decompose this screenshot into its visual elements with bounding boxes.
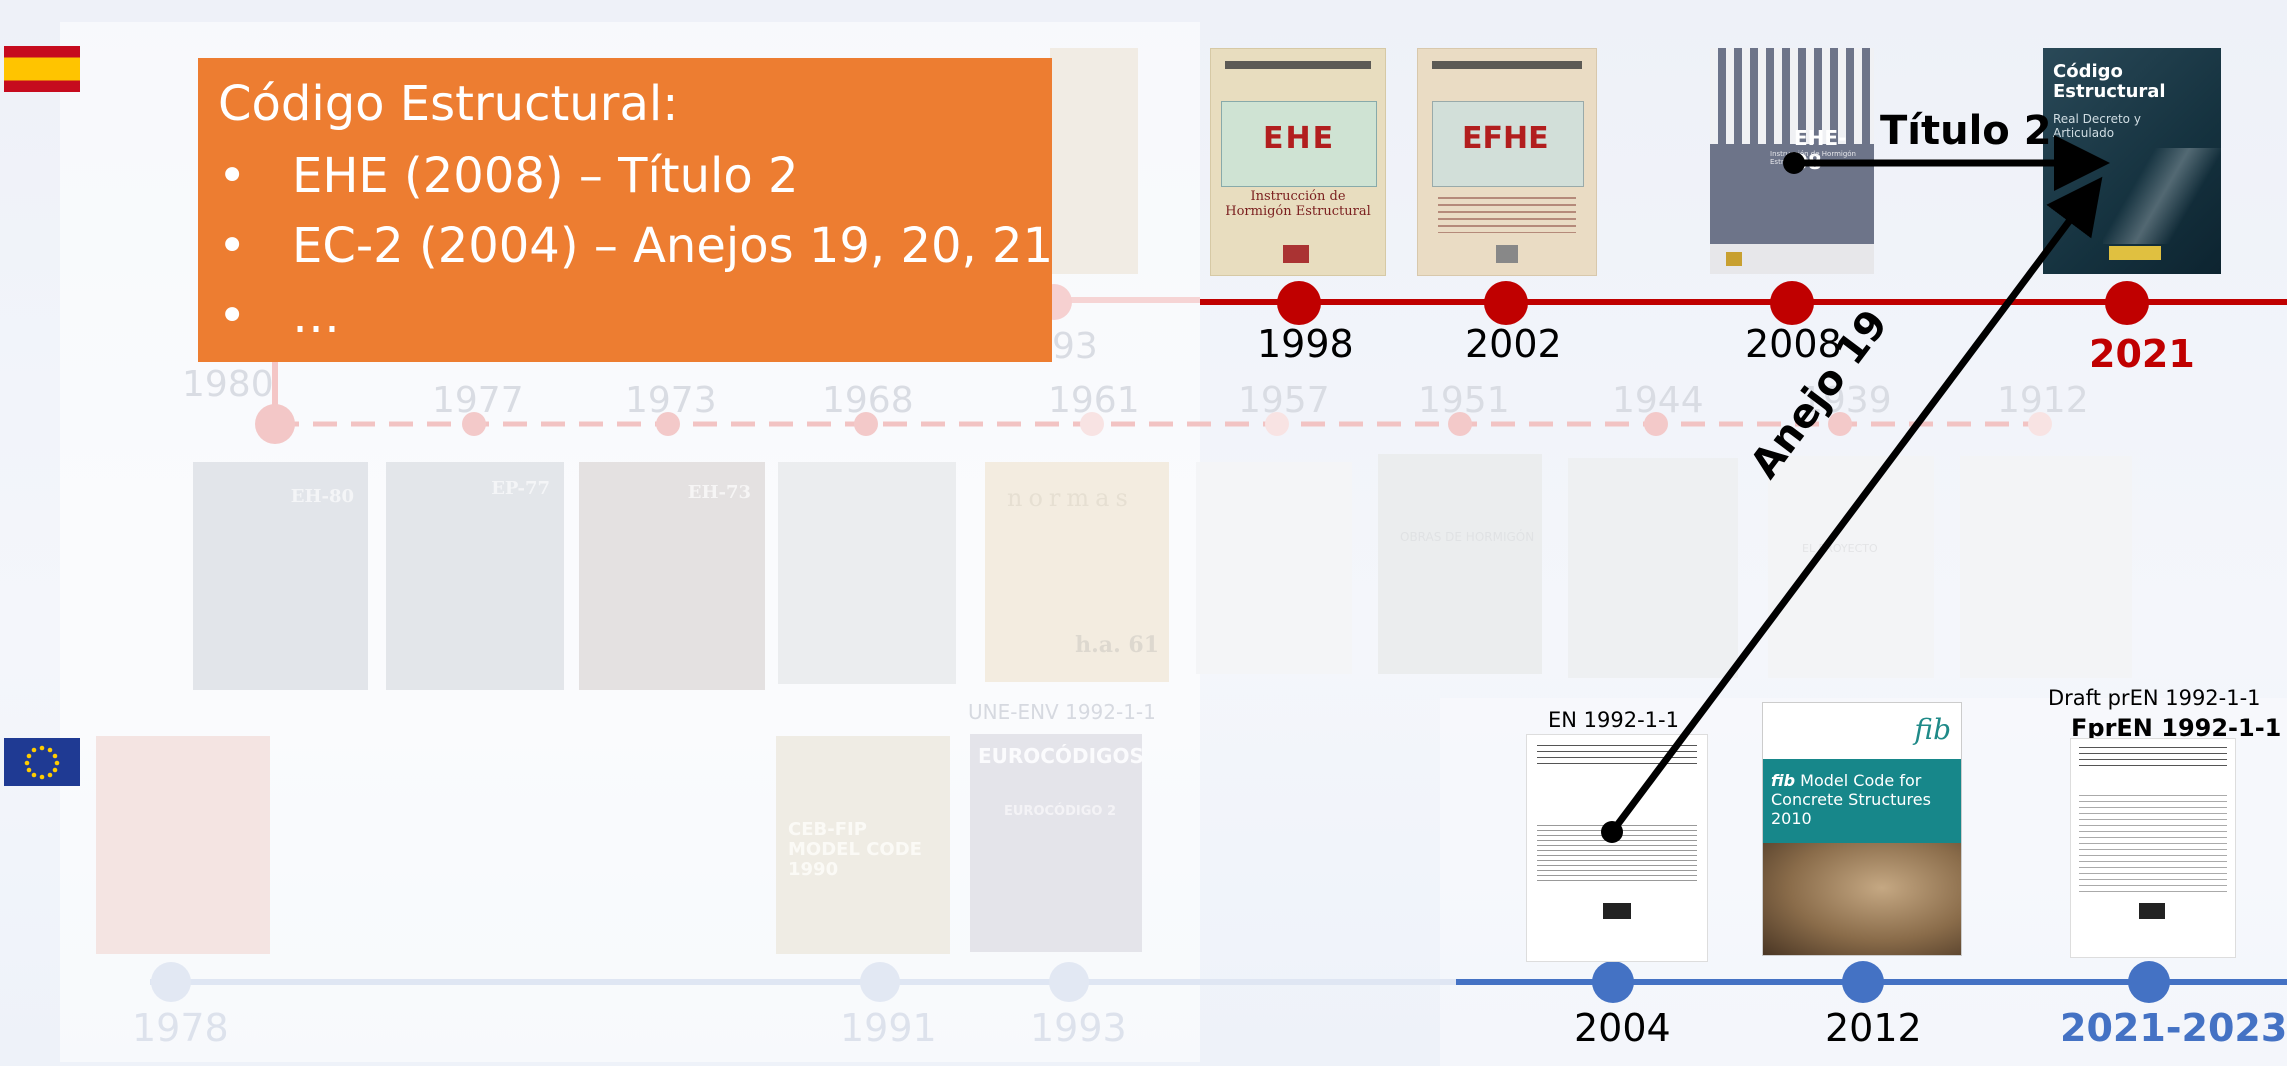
fib-title-text: Model Code for Concrete Structures 2010 — [1771, 771, 1931, 828]
doc-ehe-1998-logo: EHE — [1263, 121, 1336, 156]
fib-logo: fib — [1914, 713, 1951, 746]
faded-year-1957: 1957 — [1238, 380, 1330, 421]
doc-eh73-label: EH-73 — [687, 482, 751, 503]
eu-flag-icon — [4, 738, 80, 786]
doc-1951-label: OBRAS DE HORMIGÓN — [1400, 530, 1535, 544]
doc-1951-faded: OBRAS DE HORMIGÓN — [1378, 454, 1542, 674]
doc-top-row-faded — [1050, 48, 1138, 274]
titulo2-label: Título 2 — [1880, 108, 2052, 154]
year-2021: 2021 — [2089, 332, 2195, 376]
callout-item-text: EHE (2008) – Título 2 — [292, 148, 799, 204]
callout-item-text: EC-2 (2004) – Anejos 19, 20, 21 — [292, 218, 1054, 274]
faded-year-1978: 1978 — [132, 1006, 229, 1050]
year-2021-2023: 2021-2023 — [2060, 1006, 2287, 1050]
doc-eurocodigos-label: EUROCÓDIGOS — [978, 744, 1144, 768]
codigo-estructural-callout: Código Estructural: • EHE (2008) – Título… — [198, 58, 1053, 362]
doc-1944-faded — [1568, 458, 1738, 678]
doc-1957-faded — [1196, 462, 1352, 674]
doc-ehe-1998-caption: Instrucción de Hormigón Estructural — [1225, 189, 1371, 219]
faded-year-1951: 1951 — [1418, 380, 1510, 421]
faded-year-1993: 1993 — [1030, 1006, 1127, 1050]
doc-fpren-1992-1-1 — [2070, 738, 2236, 958]
titulo2-arrow — [1783, 135, 2110, 191]
doc-1968-faded — [778, 462, 956, 684]
faded-year-1939: 1939 — [1800, 380, 1892, 421]
doc-1978-faded — [96, 736, 270, 954]
bullet: • — [218, 148, 247, 204]
bullet: • — [218, 288, 247, 344]
callout-title: Código Estructural: — [218, 76, 679, 132]
year-2002: 2002 — [1465, 322, 1562, 366]
faded-year-93: 93 — [1052, 326, 1098, 367]
callout-item-ehe: • EHE (2008) – Título 2 — [218, 148, 799, 204]
doc-efhe-2002: EFHE — [1417, 48, 1597, 276]
year-2012: 2012 — [1825, 1006, 1922, 1050]
faded-year-1944: 1944 — [1612, 380, 1704, 421]
doc-ce-title: Código Estructural — [2053, 61, 2166, 102]
year-2008: 2008 — [1745, 322, 1842, 366]
fib-title: fib Model Code for Concrete Structures 2… — [1771, 771, 1957, 828]
faded-year-1961: 1961 — [1048, 380, 1140, 421]
draft-pren-caption: Draft prEN 1992-1-1 — [2048, 686, 2261, 710]
callout-item-ec2: • EC-2 (2004) – Anejos 19, 20, 21 — [218, 218, 1053, 274]
doc-en-1992-1-1 — [1526, 734, 1708, 962]
year-1998: 1998 — [1257, 322, 1354, 366]
faded-year-1991: 1991 — [840, 1006, 937, 1050]
faded-year-1912: 1912 — [1997, 380, 2089, 421]
doc-1939-faded: EL PROYECTO — [1768, 456, 1934, 678]
fpren-caption: FprEN 1992-1-1 — [2071, 714, 2282, 742]
anejo19-arrow — [1601, 176, 2103, 843]
doc-ep77-faded: EP-77 — [386, 462, 564, 690]
bullet: • — [218, 218, 247, 274]
faded-year-1977: 1977 — [432, 380, 524, 421]
doc-eh80-label: EH-80 — [290, 486, 354, 507]
doc-efhe-2002-logo: EFHE — [1462, 121, 1549, 156]
doc-1912-faded — [1960, 456, 2132, 678]
doc-ceb-fip-1990-faded: CEB-FIP MODEL CODE 1990 — [776, 736, 950, 954]
faded-year-1973: 1973 — [625, 380, 717, 421]
doc-eurocodigos-faded: EUROCÓDIGOS EUROCÓDIGO 2 — [970, 734, 1144, 952]
doc-ep77-label: EP-77 — [491, 478, 550, 499]
doc-normas-label: normas — [1007, 484, 1134, 512]
doc-ehe-1998: EHE Instrucción de Hormigón Estructural — [1210, 48, 1386, 276]
en-1992-caption: EN 1992-1-1 — [1548, 708, 1679, 732]
year-2004: 2004 — [1574, 1006, 1671, 1050]
faded-year-1968: 1968 — [822, 380, 914, 421]
spain-flag-icon — [4, 46, 80, 92]
faded-year-1980: 1980 — [182, 364, 274, 405]
doc-eurocodigo2-label: EUROCÓDIGO 2 — [1004, 804, 1117, 819]
callout-item-more: •… — [218, 288, 340, 344]
doc-ceb-fip-label: CEB-FIP MODEL CODE 1990 — [788, 819, 922, 880]
doc-fib-model-code-2010: fib fib Model Code for Concrete Structur… — [1762, 702, 1962, 956]
doc-eh73-faded: EH-73 — [579, 462, 765, 690]
fib-title-prefix: fib — [1771, 771, 1796, 790]
doc-normas-faded: normas h.a. 61 — [985, 462, 1169, 682]
doc-eh80-faded: EH-80 — [193, 462, 368, 690]
doc-ha61-label: h.a. 61 — [1075, 632, 1159, 658]
une-env-caption: UNE-ENV 1992-1-1 — [968, 700, 1156, 724]
callout-item-text: … — [292, 288, 340, 344]
